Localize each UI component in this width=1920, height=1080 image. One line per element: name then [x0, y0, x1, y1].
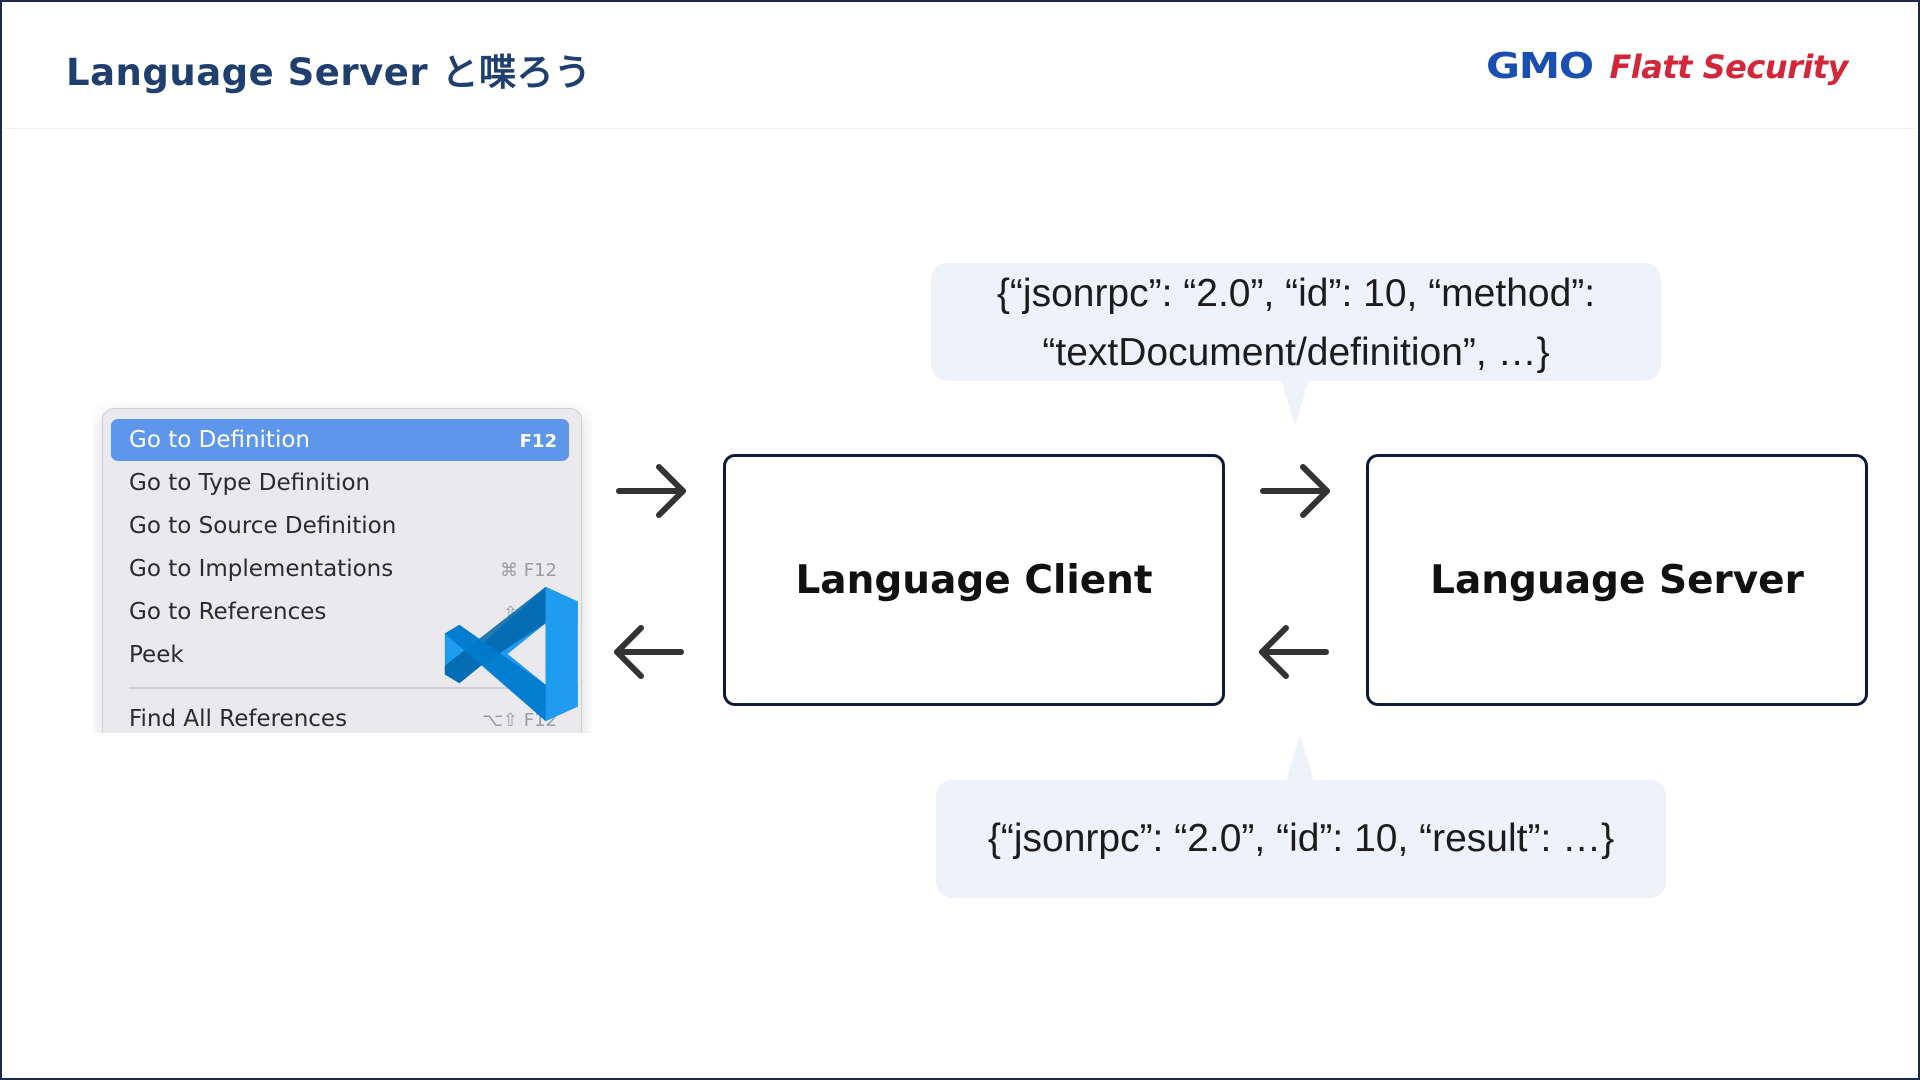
language-server-label: Language Server	[1430, 557, 1804, 603]
arrow-right-icon	[1260, 464, 1330, 518]
context-menu: Go to Definition F12 Go to Type Definiti…	[102, 408, 582, 733]
menu-item-label: Peek	[129, 642, 184, 668]
vscode-logo-icon	[444, 586, 578, 722]
context-menu-screenshot: Go to Definition F12 Go to Type Definiti…	[92, 402, 592, 733]
arrow-right-icon	[616, 464, 686, 518]
page-title: Language Server と喋ろう	[66, 51, 592, 94]
menu-item-label: Go to Type Definition	[129, 470, 371, 496]
menu-item-label: Find All References	[129, 706, 348, 732]
language-client-label: Language Client	[795, 557, 1153, 603]
response-line: {“jsonrpc”: “2.0”, “id”: 10, “result”: ……	[987, 817, 1615, 860]
menu-item-go-to-source-definition[interactable]: Go to Source Definition	[111, 505, 569, 547]
request-message-bubble: {“jsonrpc”: “2.0”, “id”: 10, “method”: “…	[931, 263, 1661, 381]
arrow-left-icon	[1259, 625, 1329, 679]
request-line-2: “textDocument/definition”, …}	[1042, 331, 1550, 374]
menu-item-shortcut: ⌥⇧ F12	[482, 710, 557, 731]
logo-gmo-text: GMO	[1486, 46, 1594, 87]
response-bubble-tail	[1286, 735, 1314, 781]
request-bubble-tail	[1281, 380, 1309, 426]
menu-item-shortcut: ⌘ F12	[500, 560, 557, 581]
menu-item-shortcut: F12	[519, 431, 557, 452]
language-client-box: Language Client	[723, 454, 1225, 706]
request-line-1: {“jsonrpc”: “2.0”, “id”: 10, “method”:	[996, 272, 1596, 315]
menu-item-label: Go to References	[129, 599, 327, 625]
menu-item-label: Go to Definition	[129, 427, 310, 453]
menu-item-find-all-references[interactable]: Find All References ⌥⇧ F12	[111, 698, 569, 733]
menu-item-go-to-definition[interactable]: Go to Definition F12	[111, 419, 569, 461]
brand-logo: GMO Flatt Security	[1486, 46, 1848, 90]
menu-item-label: Go to Source Definition	[129, 513, 397, 539]
arrow-left-icon	[614, 625, 684, 679]
language-server-box: Language Server	[1366, 454, 1868, 706]
menu-separator	[129, 687, 557, 689]
menu-item-label: Go to Implementations	[129, 556, 394, 582]
logo-flatt-security-text: Flatt Security	[1609, 47, 1848, 86]
menu-item-go-to-type-definition[interactable]: Go to Type Definition	[111, 462, 569, 504]
header: Language Server と喋ろう GMO Flatt Security	[2, 2, 1918, 129]
response-message-bubble: {“jsonrpc”: “2.0”, “id”: 10, “result”: ……	[936, 780, 1666, 898]
menu-item-go-to-implementations[interactable]: Go to Implementations ⌘ F12	[111, 548, 569, 590]
